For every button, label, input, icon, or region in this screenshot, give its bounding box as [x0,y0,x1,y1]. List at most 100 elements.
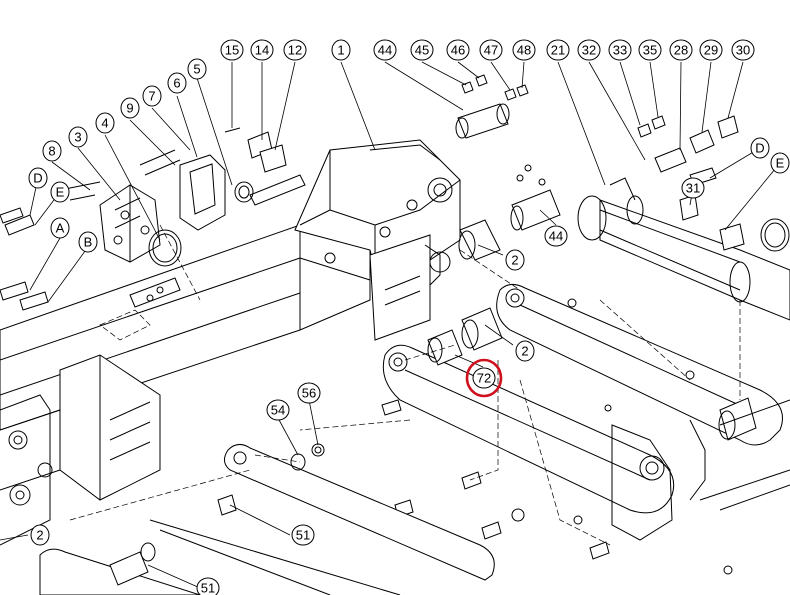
callout-label: 2 [36,528,43,543]
callout-label: 12 [288,43,302,58]
callout-bubble [30,524,50,546]
callout-bubble [220,39,244,61]
cover-housing [179,154,254,231]
callout-c33: 33 [608,39,632,61]
callout-c29: 29 [699,39,723,61]
callout-bubble [28,167,48,189]
callout-bubble [142,85,162,107]
callout-bubble [505,249,525,271]
callout-bubble [331,39,351,61]
mounting-plate [129,277,181,308]
callout-cE1: E [50,181,70,203]
callout-bubble [266,399,290,421]
callout-c45: 45 [410,39,434,61]
callout-label: A [56,221,65,236]
callout-c8: 8 [42,140,62,162]
callout-c5: 5 [187,58,207,80]
callout-label: 21 [551,43,565,58]
callout-bubble [515,340,535,362]
callout-bubble [95,112,115,134]
callout-bubble [544,225,568,247]
callout-label: 35 [643,43,657,58]
callout-label: 14 [255,43,269,58]
callout-bubble [297,382,321,404]
callout-label: 54 [271,403,285,418]
callout-label: 2 [511,253,518,268]
callout-bubble [608,39,632,61]
callout-bubble [78,231,98,253]
callout-label: 72 [477,371,491,386]
callout-c15: 15 [220,39,244,61]
washers-54-56 [290,443,325,471]
callout-bubble [373,39,397,61]
callout-bubble [770,152,790,174]
highlight-ring-72 [465,358,503,398]
bushing-51 [109,494,237,586]
small-brackets [224,127,306,206]
callout-bubble [681,177,705,199]
callout-label: 29 [704,43,718,58]
callout-bubble [50,217,70,239]
callout-bubble [699,39,723,61]
callout-bubble [446,39,470,61]
callout-c14: 14 [250,39,274,61]
callout-c48: 48 [512,39,536,61]
main-boom-beam [0,224,371,546]
callout-label: B [84,235,93,250]
callout-c31: 31 [681,177,705,199]
pin-44-upper [455,103,510,139]
callout-c28: 28 [669,39,693,61]
callout-label: 51 [201,581,215,595]
callout-c2b: 2 [515,340,535,362]
callout-c1: 1 [331,39,351,61]
callout-label: 45 [415,43,429,58]
callout-c12: 12 [283,39,307,61]
callout-bubble [283,39,307,61]
bolts [381,298,733,575]
callout-bubble [410,39,434,61]
right-side-plate [689,399,790,511]
callout-label: 33 [613,43,627,58]
callout-bubble [750,137,770,159]
fittings-28-35 [637,115,790,252]
callout-cD1: D [28,167,48,189]
callout-c6: 6 [167,72,187,94]
callout-c2c: 2 [30,524,50,546]
link-arm-lower [382,344,675,541]
callout-bubble [546,39,570,61]
callout-c7: 7 [142,85,162,107]
callout-c44b: 44 [544,225,568,247]
callout-label: 28 [674,43,688,58]
callout-bubble [512,39,536,61]
callout-c46: 46 [446,39,470,61]
callout-label: 31 [686,181,700,196]
callout-bubble [196,577,220,595]
callout-bubble [167,72,187,94]
callout-c2a: 2 [505,249,525,271]
callout-bubble [68,126,88,148]
callout-label: 15 [225,43,239,58]
callout-bubble [472,367,496,389]
callout-cA: A [50,217,70,239]
callout-bubble [479,39,503,61]
callout-label: 44 [549,229,563,244]
valve-block-assembly [99,184,182,267]
callout-bubble [42,140,62,162]
left-fittings [0,149,181,311]
callout-label: E [776,156,785,171]
pin-44-lower [510,164,561,231]
callout-bubble [250,39,274,61]
leader-lines [0,61,781,589]
callout-c51a: 51 [291,524,315,546]
callout-label: 56 [302,386,316,401]
callout-cB: B [78,231,98,253]
callout-label: 9 [126,101,133,116]
callout-label: 7 [148,89,155,104]
assembly-lines [69,224,741,546]
callout-cD2: D [750,137,770,159]
bushing-2-upper [458,219,501,261]
callout-c4: 4 [95,112,115,134]
callout-label: 4 [101,116,108,131]
callout-label: 30 [736,43,750,58]
